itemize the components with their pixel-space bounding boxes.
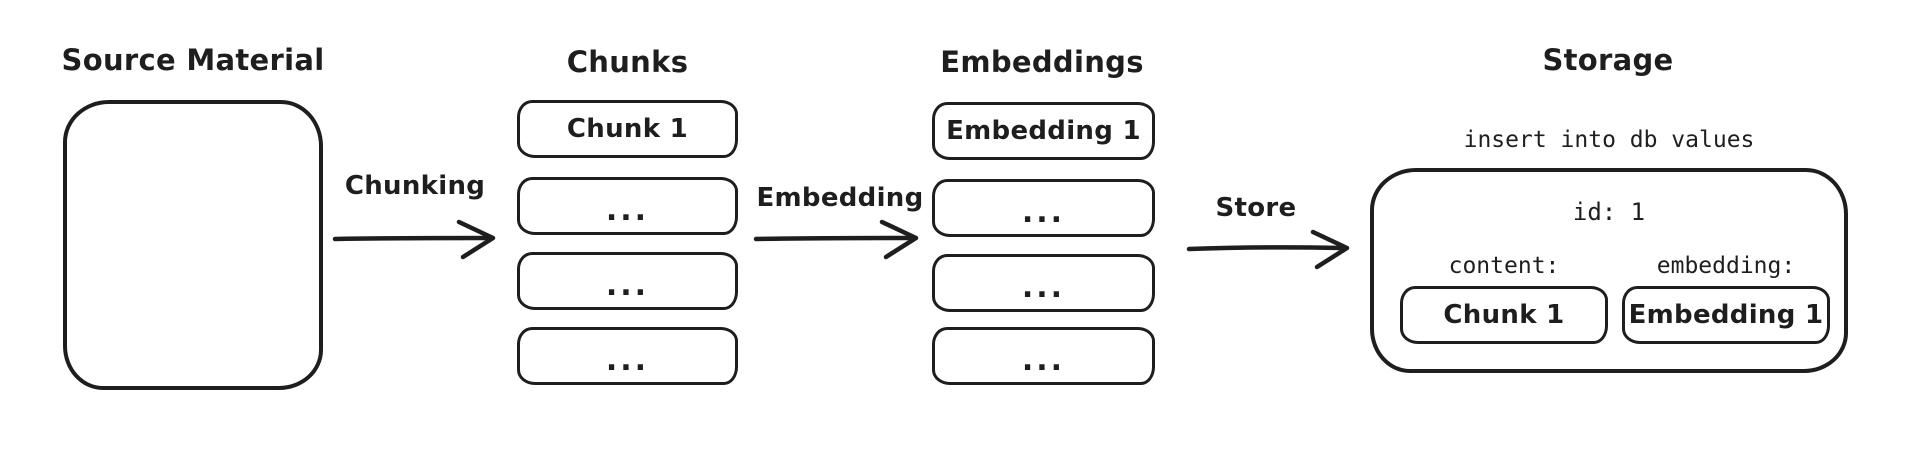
record-content-value-box: Chunk 1 (1400, 286, 1608, 344)
chunk-item-box: ... (517, 327, 738, 385)
store-arrow-label: Store (1215, 193, 1297, 223)
chunk-item-box: Chunk 1 (517, 100, 738, 158)
embedding-item-box: Embedding 1 (932, 102, 1155, 160)
source-material-title: Source Material (61, 43, 325, 77)
store-arrow-icon (1186, 229, 1350, 270)
storage-title: Storage (1542, 43, 1674, 77)
record-content-value: Chunk 1 (1443, 300, 1565, 330)
record-embedding-label: embedding: (1656, 253, 1796, 279)
source-material-box (63, 100, 323, 390)
embedding-item-label: Embedding 1 (946, 116, 1141, 146)
embedding-item-ellipsis: ... (1021, 270, 1066, 305)
chunk-item-ellipsis: ... (605, 343, 650, 378)
record-content-label: content: (1448, 253, 1560, 279)
chunk-item-box: ... (517, 252, 738, 310)
embeddings-title: Embeddings (940, 45, 1144, 79)
record-id-field: id: 1 (1572, 198, 1646, 226)
chunk-item-label: Chunk 1 (566, 114, 689, 144)
record-embedding-value-box: Embedding 1 (1622, 286, 1830, 344)
embedding-item-box: ... (932, 179, 1155, 237)
chunking-arrow-icon (332, 219, 496, 260)
record-embedding-value: Embedding 1 (1628, 300, 1824, 330)
embedding-item-box: ... (932, 327, 1155, 385)
chunking-arrow-label: Chunking (344, 171, 486, 201)
storage-insert-statement: insert into db values (1463, 127, 1755, 153)
embedding-item-box: ... (932, 254, 1155, 312)
chunk-item-ellipsis: ... (605, 193, 650, 228)
chunk-item-ellipsis: ... (605, 268, 650, 303)
chunks-title: Chunks (566, 45, 689, 79)
embedding-item-ellipsis: ... (1021, 195, 1066, 230)
embedding-arrow-label: Embedding (756, 183, 924, 213)
embedding-item-ellipsis: ... (1021, 343, 1066, 378)
chunk-item-box: ... (517, 177, 738, 235)
embedding-arrow-icon (753, 219, 919, 260)
storage-record-box: id: 1 content: embedding: Chunk 1 Embedd… (1370, 168, 1848, 373)
